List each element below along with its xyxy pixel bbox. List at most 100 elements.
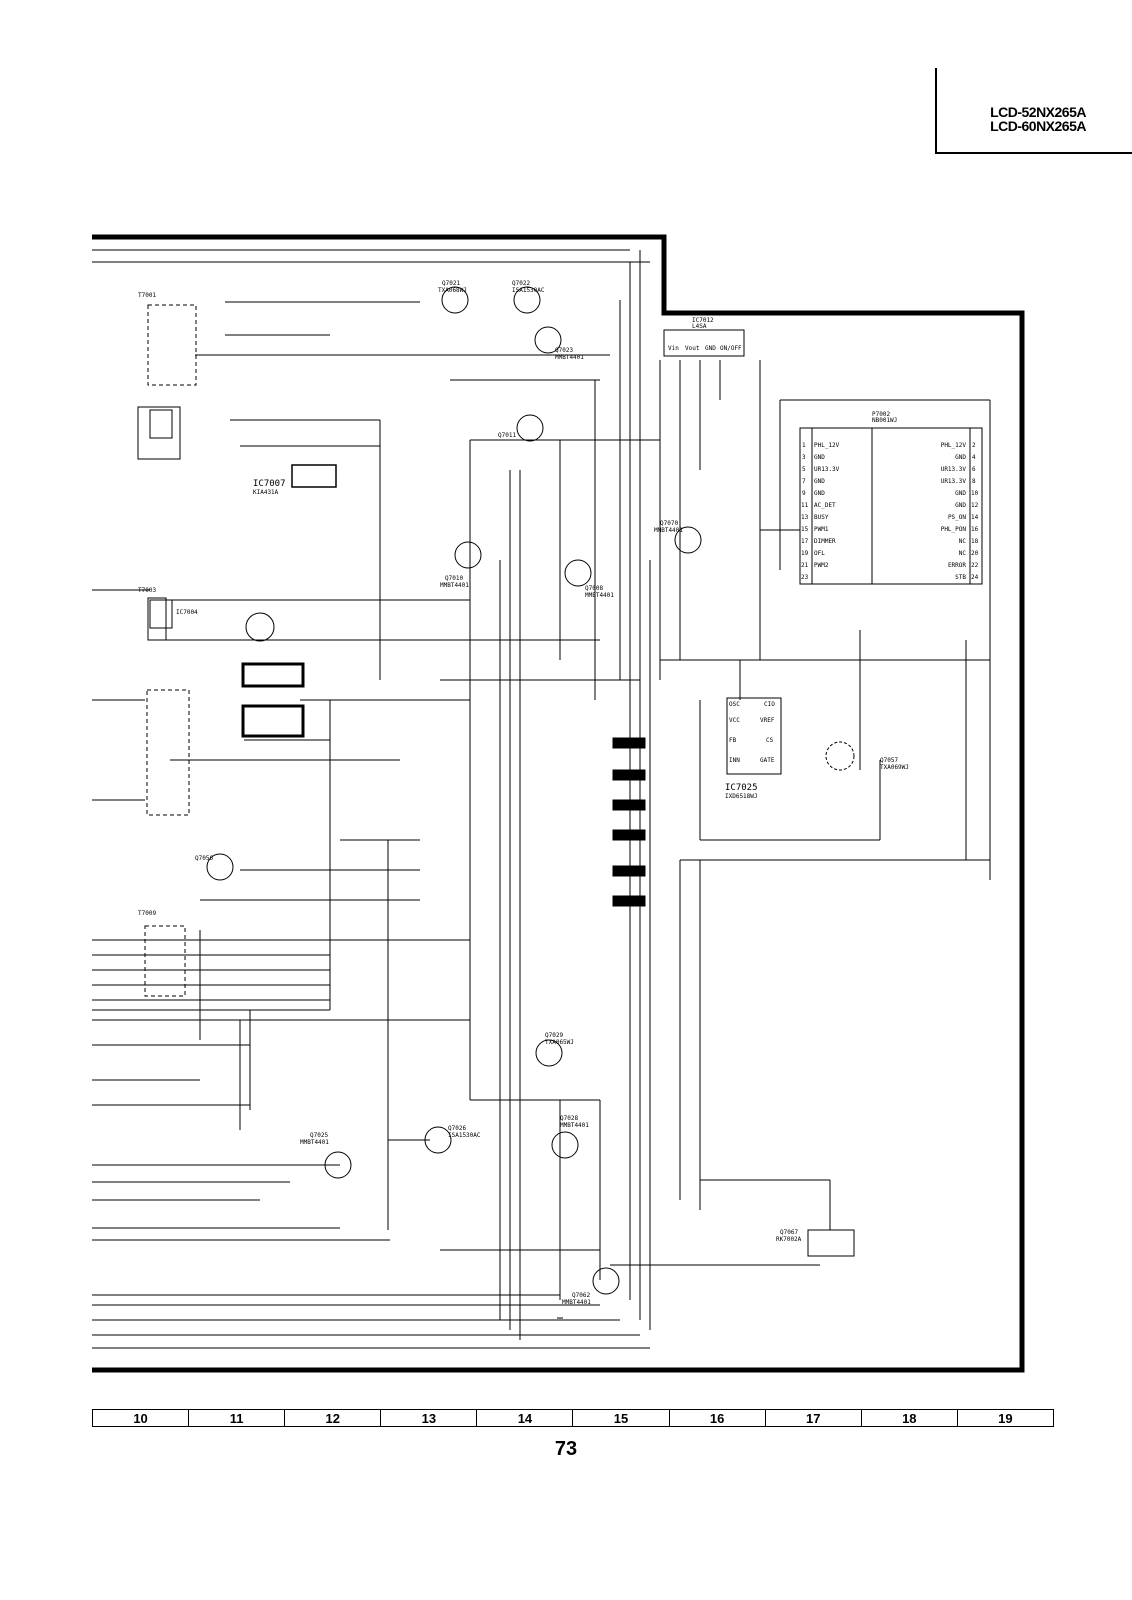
svg-text:6: 6 [972, 466, 976, 473]
ic7025-pin-gate: GATE [760, 757, 775, 764]
svg-text:19: 19 [801, 550, 809, 557]
label-q7070-part: MMBT4401 [654, 527, 683, 534]
svg-text:7: 7 [802, 478, 806, 485]
label-p7002-part: NB001WJ [872, 417, 897, 424]
label-q7011: Q7011 [498, 432, 516, 439]
svg-text:BUSY: BUSY [814, 514, 829, 521]
svg-text:2: 2 [972, 442, 976, 449]
grid-col-18: 18 [862, 1410, 958, 1426]
label-ic7007: IC7007 [253, 479, 286, 489]
label-q7062-part: MMBT4401 [562, 1299, 591, 1306]
label-q7008: Q7008 [585, 585, 603, 592]
svg-text:11: 11 [801, 502, 809, 509]
grid-col-16: 16 [670, 1410, 766, 1426]
label-q7010-part: MMBT4401 [440, 582, 469, 589]
svg-text:16: 16 [971, 526, 979, 533]
label-q7021: Q7021 [442, 280, 460, 287]
label-q7029: Q7029 [545, 1032, 563, 1039]
label-ic7007-part: KIA431A [253, 489, 279, 496]
svg-text:PHL_12V: PHL_12V [814, 442, 840, 449]
label-p7002: P7002 [872, 411, 890, 418]
ic7025-pin-fb: FB [729, 737, 737, 744]
label-ic7025: IC7025 [725, 783, 758, 793]
label-q7010: Q7010 [445, 575, 463, 582]
svg-text:ERROR: ERROR [948, 562, 966, 569]
svg-text:GND: GND [955, 490, 966, 497]
svg-text:GND: GND [955, 454, 966, 461]
ic7012-pin-vin: Vin [668, 345, 679, 352]
transformer-t7009 [146, 689, 190, 816]
label-q7022: Q7022 [512, 280, 530, 287]
svg-text:23: 23 [801, 574, 809, 581]
svg-text:15: 15 [801, 526, 809, 533]
svg-text:PWM2: PWM2 [814, 562, 829, 569]
svg-text:17: 17 [801, 538, 809, 545]
svg-text:PHL_PON: PHL_PON [941, 526, 967, 533]
ic7012-pin-vout: Vout [685, 345, 700, 352]
label-t7003: T7003 [138, 587, 156, 594]
label-q7070: Q7070 [660, 520, 678, 527]
grid-reference-row: 10 11 12 13 14 15 16 17 18 19 [92, 1409, 1054, 1427]
label-q7025: Q7025 [310, 1132, 328, 1139]
label-q7067-part: RK7002A [776, 1236, 802, 1243]
grid-col-14: 14 [477, 1410, 574, 1426]
ic7012-body [663, 329, 745, 357]
label-ic7004: IC7004 [176, 609, 198, 616]
svg-text:PHL_12V: PHL_12V [941, 442, 967, 449]
label-q7021-part: TXA068WJ [438, 287, 467, 294]
svg-text:8: 8 [972, 478, 976, 485]
svg-text:PWM1: PWM1 [814, 526, 829, 533]
svg-text:PS_ON: PS_ON [948, 514, 966, 521]
label-q7022-part: ISA1530AC [512, 287, 545, 294]
ic7025-pin-cio: CIO [764, 701, 775, 708]
ic7025-pin-osc: OSC [729, 701, 740, 708]
ic7025-body [726, 697, 782, 775]
svg-text:5: 5 [802, 466, 806, 473]
svg-text:UR13.3V: UR13.3V [941, 478, 967, 485]
svg-text:18: 18 [971, 538, 979, 545]
svg-text:9: 9 [802, 490, 806, 497]
label-q7026-part: ISA1530AC [448, 1132, 481, 1139]
label-q7057-part: TXA069WJ [880, 764, 909, 771]
label-q7062: Q7062 [572, 1292, 590, 1299]
transformer-t7001 [147, 304, 197, 386]
label-q7025-part: MMBT4401 [300, 1139, 329, 1146]
grid-col-19: 19 [998, 1411, 1013, 1426]
svg-text:1: 1 [802, 442, 806, 449]
schematic-border [92, 234, 1025, 1373]
ic7025-pin-inn: INN [729, 757, 740, 764]
ic7012-pin-gnd: GND [705, 345, 716, 352]
svg-text:20: 20 [971, 550, 979, 557]
svg-text:4: 4 [972, 454, 976, 461]
svg-text:DIMMER: DIMMER [814, 538, 836, 545]
label-q7056: Q7056 [195, 855, 213, 862]
svg-text:UR13.3V: UR13.3V [941, 466, 967, 473]
label-q7028-part: MMBT4401 [560, 1122, 589, 1129]
connector-left-pins: 1 3 5 7 9 11 13 15 17 19 21 23 [801, 442, 809, 581]
ic7007-body [291, 464, 337, 488]
model-name-2: LCD-60NX265A [990, 118, 1086, 134]
transformer-t7003 [147, 597, 167, 641]
connector-p7002 [799, 427, 983, 585]
ic7025-pin-vcc: VCC [729, 717, 740, 724]
ic7025-pin-cs: CS [766, 737, 774, 744]
label-t7009: T7009 [138, 910, 156, 917]
svg-text:AC_DET: AC_DET [814, 502, 836, 509]
label-q7028: Q7028 [560, 1115, 578, 1122]
svg-text:UR13.3V: UR13.3V [814, 466, 840, 473]
connector-left-labels: PHL_12V GND UR13.3V GND GND AC_DET BUSY … [814, 442, 840, 569]
svg-text:GND: GND [814, 454, 825, 461]
svg-text:22: 22 [971, 562, 979, 569]
grid-col-13: 13 [381, 1410, 478, 1426]
svg-text:GND: GND [814, 478, 825, 485]
page-number: 73 [554, 1438, 578, 1460]
model-title-box: LCD-52NX265A LCD-60NX265A [935, 68, 1132, 154]
label-t7001: T7001 [138, 292, 156, 299]
ic7025-pin-vref: VREF [760, 717, 775, 724]
label-ic7025-part: IXD6518WJ [725, 793, 758, 800]
grid-col-12: 12 [285, 1410, 382, 1426]
grid-col-17: 17 [766, 1410, 862, 1426]
label-ic7012-part: L4SA [692, 323, 707, 330]
grid-col-15: 15 [573, 1410, 670, 1426]
